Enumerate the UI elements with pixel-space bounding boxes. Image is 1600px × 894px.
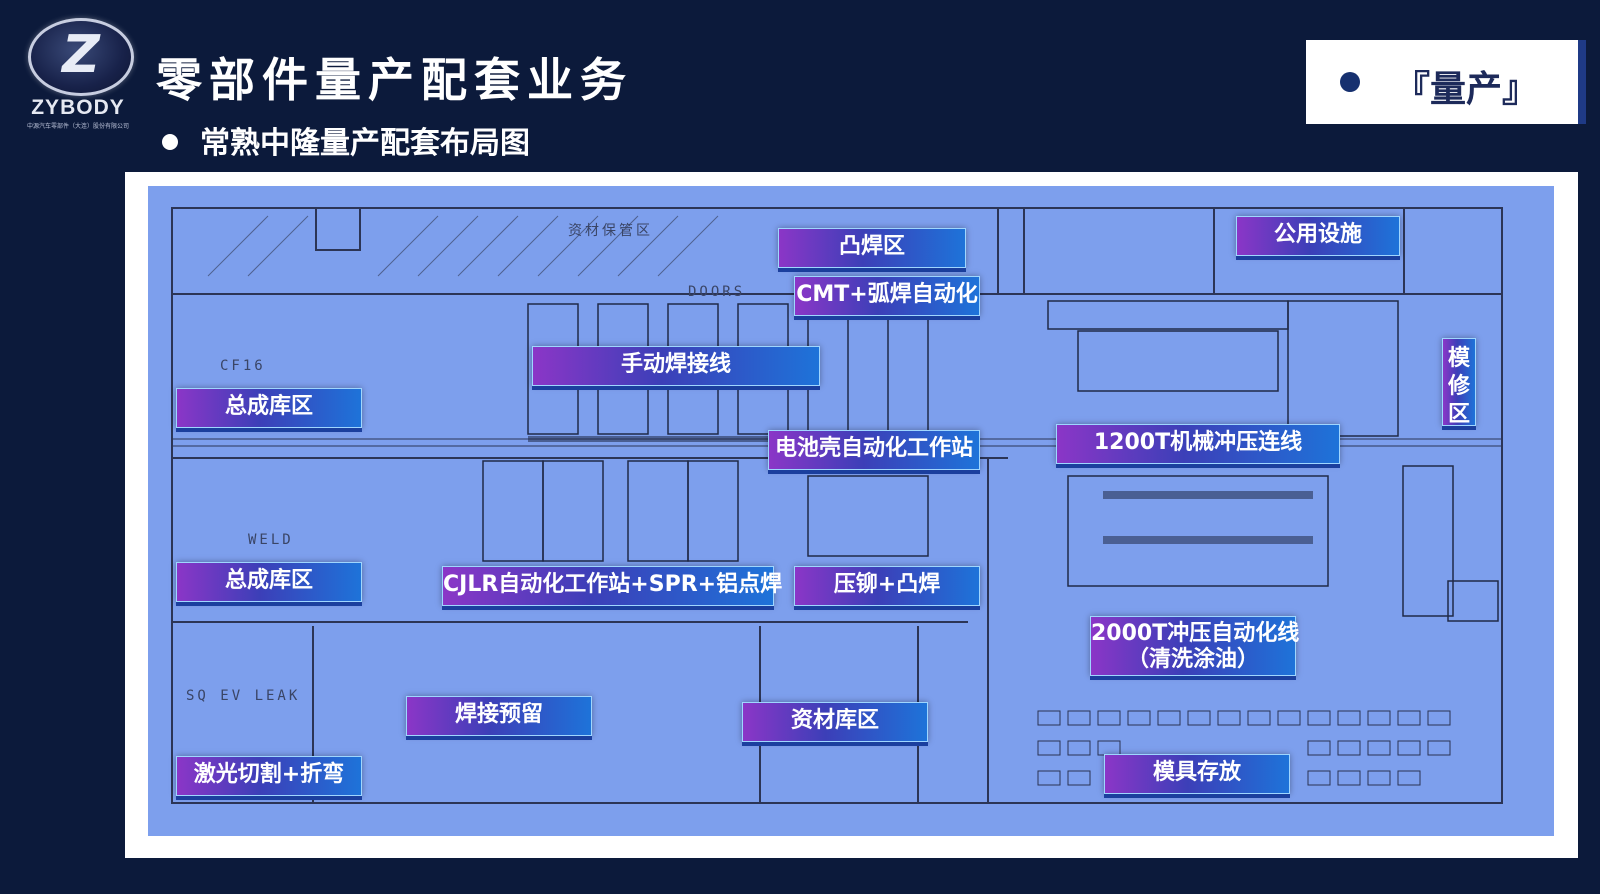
page-subtitle: 常熟中隆量产配套布局图 (162, 118, 530, 162)
factory-floor-plan: 资材保管区 DOORS CF16 WELD SQ EV LEAK 总成库区 总成… (148, 186, 1554, 836)
zone-assembly-storage-1: 总成库区 (176, 388, 362, 428)
leak-test-text: SQ EV LEAK (186, 688, 301, 704)
zone-mold-repair: 模修区 (1442, 338, 1476, 427)
zone-laser-cut: 激光切割+折弯 (176, 756, 362, 796)
cf16-text: CF16 (220, 358, 266, 374)
bullet-icon (162, 133, 178, 150)
zone-assembly-storage-2: 总成库区 (176, 562, 362, 602)
tag-bullet-icon (1340, 72, 1360, 92)
logo-z-mark: Z (62, 25, 100, 85)
zone-weld-reserve: 焊接预留 (406, 696, 592, 736)
storage-area-text: 资材保管区 (568, 223, 653, 239)
section-tag: 『量产』 (1306, 40, 1586, 124)
zone-battery-station: 电池壳自动化工作站 (768, 430, 980, 470)
zone-press-2000t: 2000T冲压自动化线 （清洗涂油） (1090, 616, 1300, 676)
zone-press-1200t: 1200T机械冲压连线 (1056, 424, 1340, 464)
weld-text: WELD (248, 532, 294, 548)
zone-material-storage: 资材库区 (742, 702, 928, 742)
logo-name: ZYBODY (31, 96, 125, 119)
subtitle-text: 常熟中隆量产配套布局图 (200, 126, 530, 161)
logo-emblem: Z (28, 18, 134, 96)
zone-cmt-arc-weld: CMT+弧焊自动化 (794, 276, 980, 316)
zone-mold-storage: 模具存放 (1104, 754, 1290, 794)
logo-company-name: 中源汽车零部件（大连）股份有限公司 (26, 123, 129, 130)
press-2000t-line2: （清洗涂油） (1126, 647, 1259, 672)
zone-utilities: 公用设施 (1236, 216, 1400, 256)
zone-projection-weld: 凸焊区 (778, 228, 966, 268)
zone-manual-weld: 手动焊接线 (532, 346, 820, 386)
company-logo: Z ZYBODY 中源汽车零部件（大连）股份有限公司 (14, 18, 142, 133)
tag-label: 『量产』 (1394, 69, 1539, 110)
zone-rivet-weld: 压铆+凸焊 (794, 566, 980, 606)
zone-cjlr-station: CJLR自动化工作站+SPR+铝点焊 (442, 566, 782, 606)
page-title: 零部件量产配套业务 (156, 53, 633, 107)
doors-text: DOORS (688, 284, 746, 300)
press-2000t-line1: 2000T冲压自动化线 (1091, 621, 1300, 646)
